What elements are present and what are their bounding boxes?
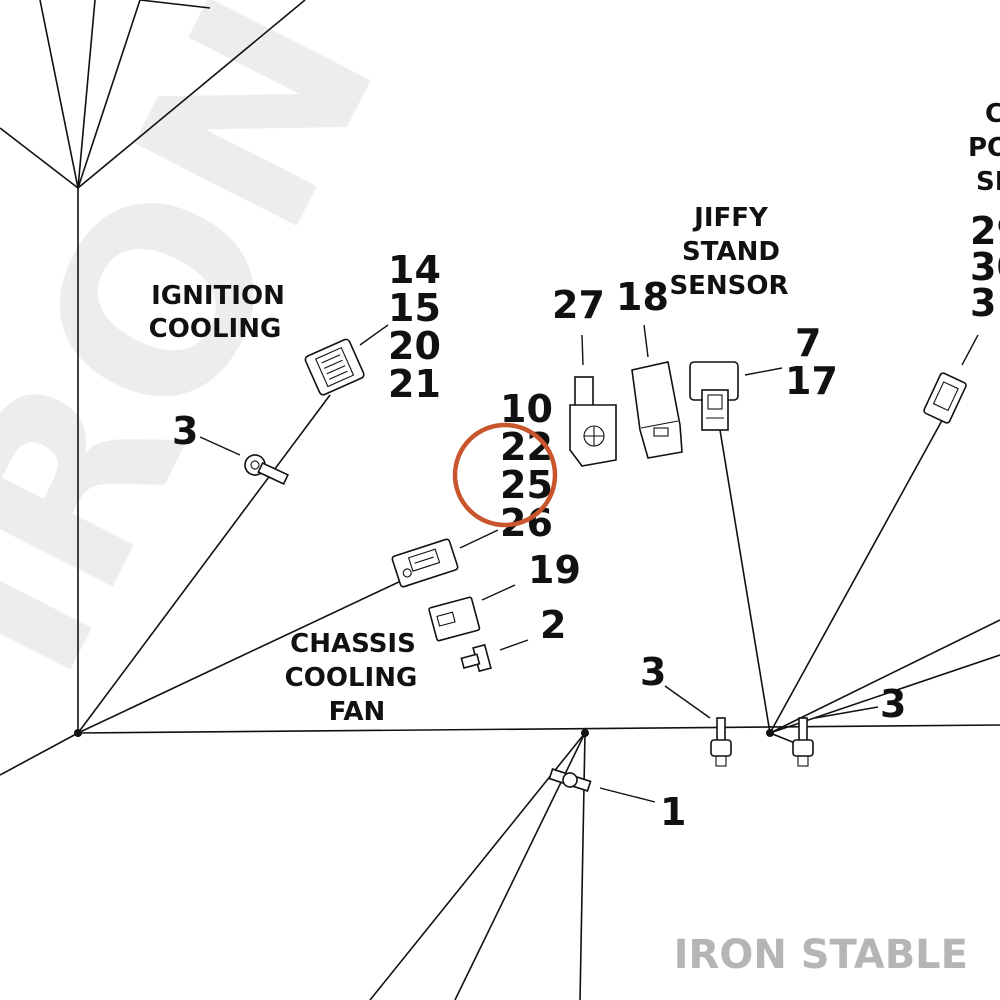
caption-line: PO: [968, 133, 1000, 163]
highlight-circle: [452, 422, 558, 528]
callout-number: 18: [616, 275, 669, 319]
caption-right-sensor: C PO SE: [968, 99, 1000, 197]
callout-jiffy-group: 7 17: [785, 321, 838, 403]
connector-19: [428, 596, 481, 642]
caption-line: FAN: [329, 697, 386, 727]
callout-number: 29: [970, 209, 1000, 253]
callout-ign-group: 14 15 20 21: [388, 248, 441, 406]
leader-lines: [199, 324, 979, 803]
jiffy-stand-connector: [689, 361, 739, 431]
caption-ignition-cooling: IGNITION COOLING: [149, 281, 285, 344]
connector-27: [569, 376, 617, 467]
callout-number: 2: [540, 603, 566, 647]
callout-number: 3: [172, 409, 198, 453]
callout-number: 17: [785, 359, 838, 403]
caption-line: COOLING: [149, 314, 282, 344]
caption-line: CHASSIS: [290, 629, 416, 659]
callout-right-group: 29 30 31: [970, 209, 1000, 325]
caption-line: STAND: [682, 237, 780, 267]
callout-number: 31: [970, 281, 1000, 325]
callout-number: 14: [388, 248, 441, 292]
junction-dot: [581, 729, 589, 737]
callout-number: 20: [388, 324, 441, 368]
caption-chassis-cooling-fan: CHASSIS COOLING FAN: [285, 629, 418, 727]
callout-number: 19: [528, 548, 581, 592]
callout-number: 7: [795, 321, 821, 365]
connector-18: [631, 361, 683, 459]
callout-number: 3: [880, 682, 906, 726]
ground-stud-3b: [792, 717, 814, 767]
ground-eyelet-bottom-1: [548, 768, 592, 792]
callout-number: 15: [388, 286, 441, 330]
callout-center-group: 10 22 25 26: [500, 387, 553, 545]
caption-line: COOLING: [285, 663, 418, 693]
callout-number: 27: [552, 283, 605, 327]
chassis-fan-connector: [391, 538, 459, 588]
ground-eyelet-left: [244, 454, 289, 485]
junction-dot: [74, 729, 82, 737]
junction-dot: [766, 729, 774, 737]
caption-line: IGNITION: [151, 281, 285, 311]
caption-line: JIFFY: [692, 203, 769, 233]
caption-line: SE: [976, 167, 1000, 197]
right-sensor-connector: [923, 372, 967, 424]
ignition-cooling-connector: [304, 338, 365, 396]
brand-logo-text: IRON STABLE: [674, 932, 968, 978]
connector-2: [460, 643, 492, 673]
callout-number: 21: [388, 362, 441, 406]
callout-number: 25: [500, 463, 553, 507]
callout-number: 1: [660, 790, 686, 834]
ground-stud-3a: [710, 717, 732, 767]
callout-number: 30: [970, 245, 1000, 289]
callout-number: 3: [640, 650, 666, 694]
caption-line: C: [985, 99, 1000, 129]
caption-line: SENSOR: [669, 271, 788, 301]
caption-jiffy-stand-sensor: JIFFY STAND SENSOR: [669, 203, 788, 301]
